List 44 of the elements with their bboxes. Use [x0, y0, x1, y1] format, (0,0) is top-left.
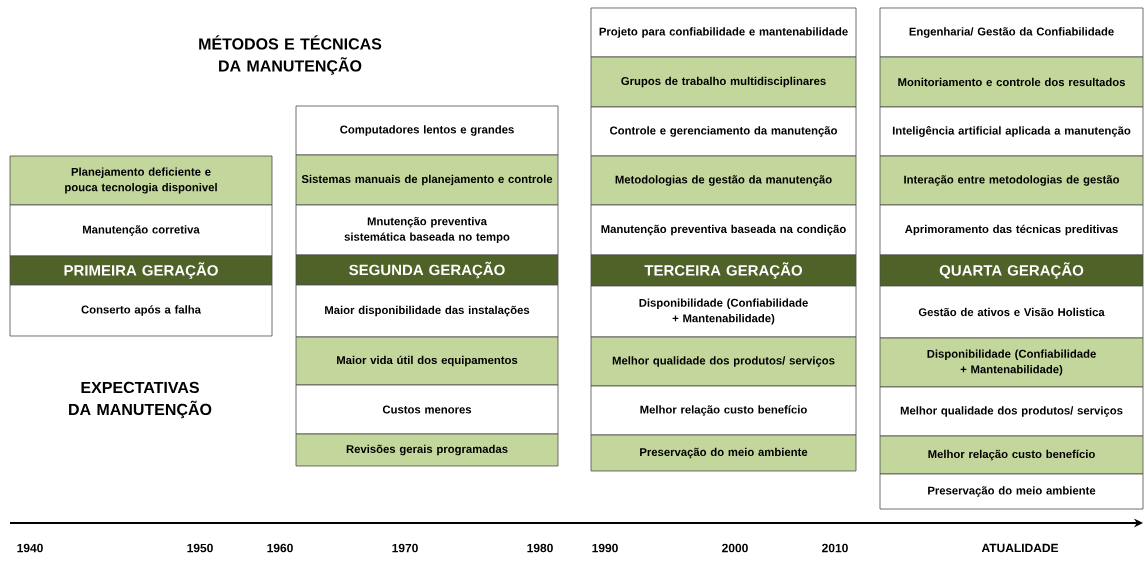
table-cell: Preservação do meio ambiente: [590, 434, 857, 472]
year-label: 1980: [527, 543, 553, 553]
table-cell: Controle e gerenciamento da manutenção: [590, 106, 857, 157]
generation-header: PRIMEIRA GERAÇÃO: [9, 255, 273, 286]
generation-header: SEGUNDA GERAÇÃO: [295, 254, 559, 286]
table-cell: Engenharia/ Gestão da Confiabilidade: [879, 7, 1144, 58]
table-cell: Interação entre metodologias de gestão: [879, 155, 1144, 206]
year-label: 1990: [592, 543, 618, 553]
section-heading: EXPECTATIVAS DA MANUTENÇÃO: [69, 381, 212, 419]
table-cell: Metodologias de gestão da manutenção: [590, 155, 857, 206]
table-cell: Monitoriamento e controle dos resultados: [879, 56, 1144, 108]
table-cell: Inteligência artificial aplicada a manutenção: [879, 106, 1144, 157]
year-label: 2010: [822, 543, 848, 553]
table-cell: Melhor qualidade dos produtos/ serviços: [590, 336, 857, 387]
table-cell: Computadores lentos e grandes: [295, 105, 559, 156]
generation-header: QUARTA GERAÇÃO: [879, 254, 1144, 287]
year-label: 2000: [722, 543, 748, 553]
table-cell: Maior vida útil dos equipamentos: [295, 336, 559, 386]
table-cell: Grupos de trabalho multidisciplinares: [590, 56, 857, 108]
year-label: ATUALIDADE: [981, 543, 1059, 553]
year-label: 1970: [392, 543, 418, 553]
table-cell: Melhor qualidade dos produtos/ serviços: [879, 386, 1144, 437]
table-cell: Maior disponibilidade das instalações: [295, 284, 559, 338]
table-cell: Sistemas manuais de planejamento e controle: [295, 154, 559, 206]
table-cell: Disponibilidade (Confiabilidade + Mantenabilidade): [590, 285, 857, 338]
year-label: 1960: [267, 543, 293, 553]
table-cell: Custos menores: [295, 384, 559, 435]
table-cell: Projeto para confiabilidade e mantenabilidade: [590, 7, 857, 58]
table-cell: Aprimoramento das técnicas preditivas: [879, 204, 1144, 256]
table-cell: Preservação do meio ambiente: [879, 473, 1144, 510]
table-cell: Manutenção corretiva: [9, 204, 273, 257]
table-cell: Conserto após a falha: [9, 284, 273, 337]
table-cell: Disponibilidade (Confiabilidade + Mantenabilidade): [879, 337, 1144, 388]
year-label: 1940: [17, 543, 43, 553]
section-heading: MÉTODOS E TÉCNICAS DA MANUTENÇÃO: [199, 35, 382, 75]
table-cell: Mnutenção preventiva sistemática baseada no tempo: [295, 204, 559, 256]
generation-header: TERCEIRA GERAÇÃO: [590, 254, 857, 287]
table-cell: Gestão de ativos e Visão Holistica: [879, 285, 1144, 339]
table-cell: Revisões gerais programadas: [295, 433, 559, 467]
table-cell: Planejamento deficiente e pouca tecnologia disponivel: [9, 155, 273, 206]
table-cell: Melhor relação custo benefício: [879, 435, 1144, 475]
table-cell: Melhor relação custo benefício: [590, 385, 857, 436]
table-cell: Manutenção preventiva baseada na condição: [590, 204, 857, 256]
year-label: 1950: [187, 543, 213, 553]
